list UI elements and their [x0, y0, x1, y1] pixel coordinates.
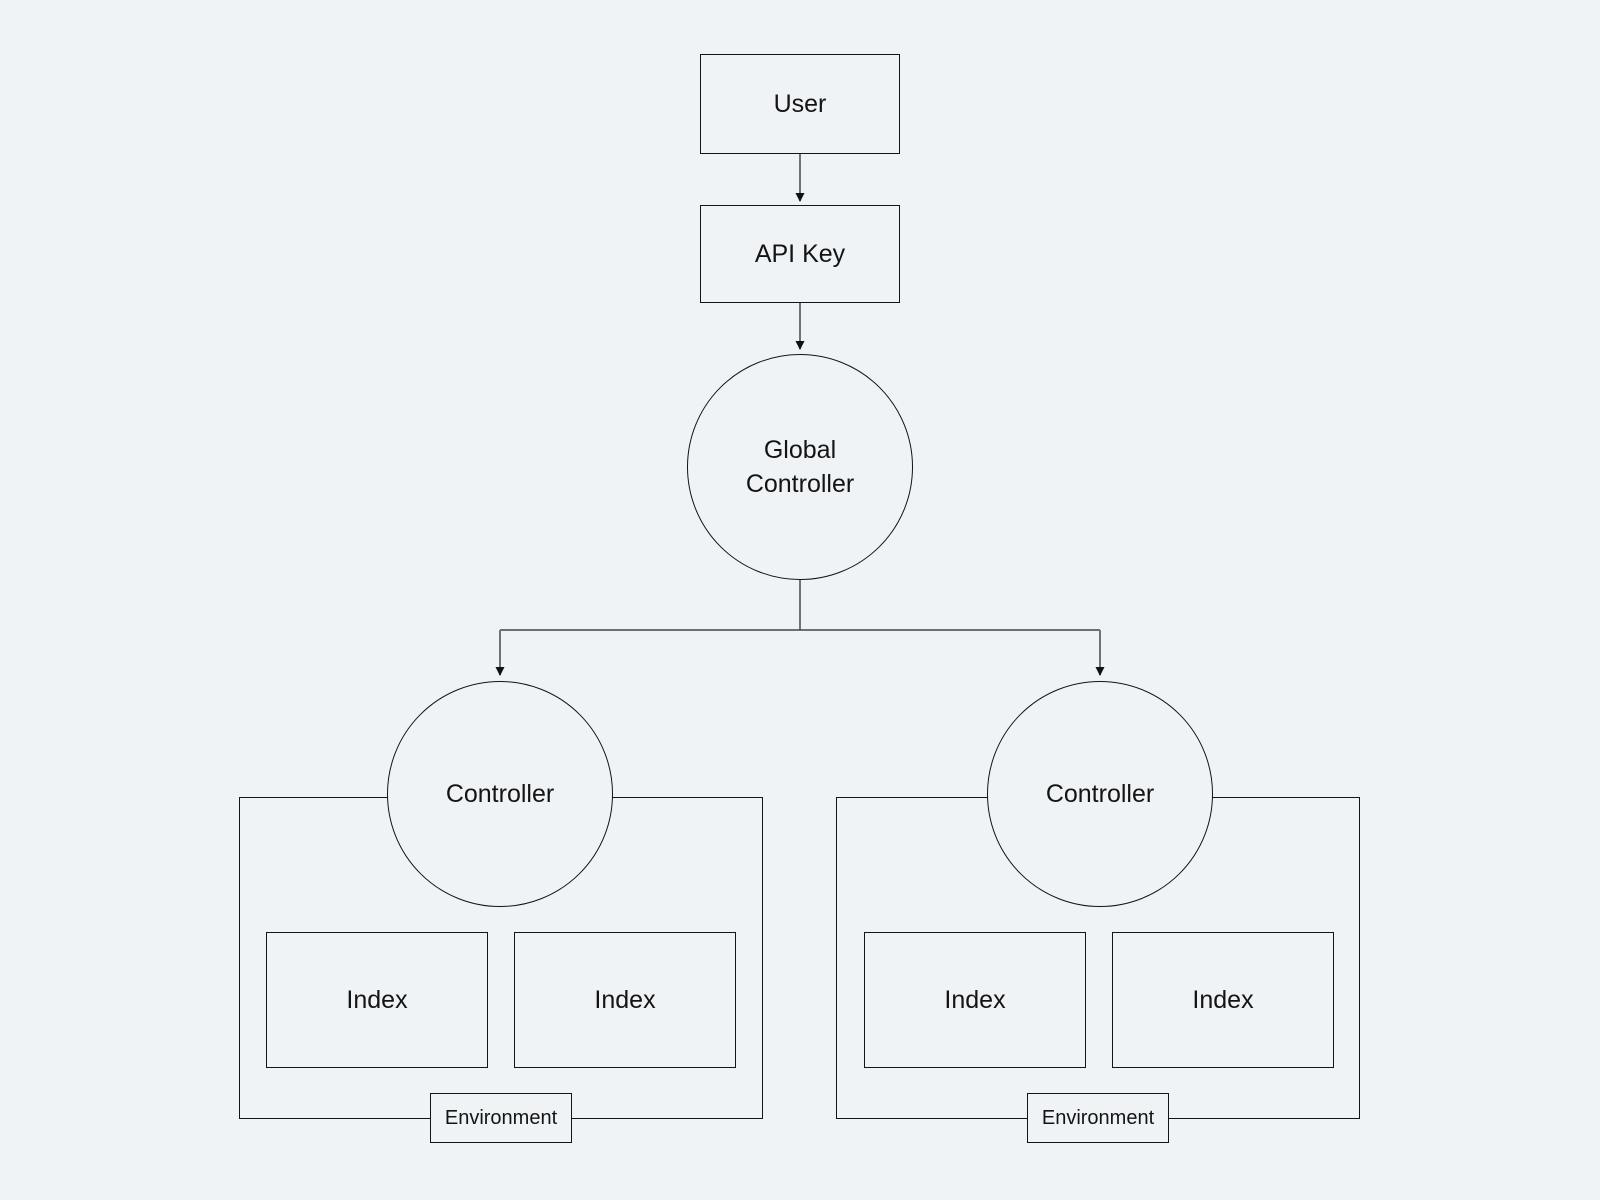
- user-label: User: [773, 90, 827, 118]
- environment-label-left: Environment: [444, 1107, 558, 1129]
- index-label-right-2: Index: [1192, 986, 1254, 1014]
- controller-node-right: Controller: [987, 681, 1213, 907]
- index-node-right-2: Index: [1112, 932, 1334, 1068]
- index-node-left-1: Index: [266, 932, 488, 1068]
- controller-node-left: Controller: [387, 681, 613, 907]
- environment-label-right: Environment: [1041, 1107, 1155, 1129]
- index-label-left-1: Index: [346, 986, 408, 1014]
- api-key-label: API Key: [754, 240, 846, 268]
- index-label-right-1: Index: [944, 986, 1006, 1014]
- environment-tag-right: Environment: [1027, 1093, 1169, 1143]
- global-controller-node: Global Controller: [687, 354, 913, 580]
- index-node-left-2: Index: [514, 932, 736, 1068]
- index-node-right-1: Index: [864, 932, 1086, 1068]
- controller-label-right: Controller: [1045, 780, 1155, 808]
- controller-label-left: Controller: [445, 780, 555, 808]
- global-controller-label: Global Controller: [745, 436, 855, 498]
- environment-tag-left: Environment: [430, 1093, 572, 1143]
- index-label-left-2: Index: [594, 986, 656, 1014]
- user-node: User: [700, 54, 900, 154]
- api-key-node: API Key: [700, 205, 900, 303]
